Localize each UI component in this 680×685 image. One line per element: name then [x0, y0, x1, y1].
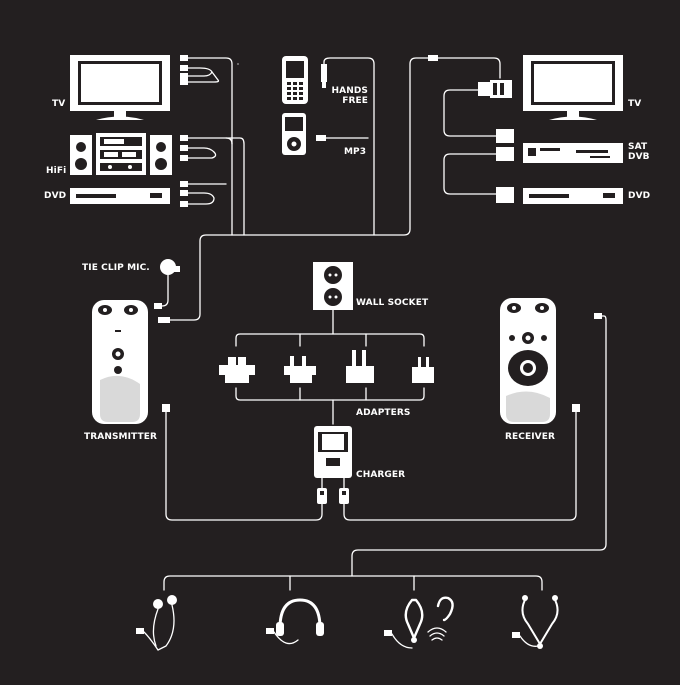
receiver-to-earphones-cable: [351, 315, 607, 577]
wall-socket-icon: [313, 262, 353, 310]
label-tie-clip-mic: TIE CLIP MIC.: [82, 263, 150, 273]
earphones-icon: [136, 595, 177, 651]
usb-plug-icon: [317, 488, 349, 504]
label-transmitter: TRANSMITTER: [84, 432, 158, 442]
label-adapters: ADAPTERS: [356, 408, 411, 418]
right-trunk-cable: [231, 57, 431, 236]
label-dvd-left: DVD: [44, 191, 67, 201]
adapters-bracket-top: [235, 333, 425, 347]
scart-sat-connectors: [443, 129, 514, 195]
tv-right-icon: [523, 55, 623, 120]
stethoscope-earphones-icon: [512, 595, 559, 649]
label-sat-dvb: SAT DVB: [628, 142, 650, 162]
hands-free-cable: [323, 57, 375, 236]
receiver-icon: [500, 298, 556, 424]
earphones-bracket: [163, 575, 543, 591]
dvd-player-right-icon: [496, 187, 623, 204]
dvd-player-left-icon: [70, 188, 170, 204]
source-trunk-cable: [167, 234, 233, 321]
plug-adapter-us-icon: [412, 357, 434, 383]
label-wall-socket: WALL SOCKET: [356, 298, 429, 308]
label-tv-right: TV: [628, 99, 642, 109]
charger-to-receiver-cable: [343, 409, 577, 521]
transmitter-icon: [92, 300, 148, 424]
charger-icon: [314, 426, 352, 491]
scart-connector-icon: [428, 55, 512, 137]
label-charger: CHARGER: [356, 470, 406, 480]
rca-cables-left: [180, 55, 245, 236]
adapters-bracket-bottom: [235, 387, 425, 401]
charger-to-transmitter-cable: [165, 409, 323, 521]
label-dvd-right: DVD: [628, 191, 651, 201]
tv-left-icon: [70, 55, 170, 120]
microphone-icon: [154, 259, 180, 309]
label-hands-free: HANDS FREE: [331, 86, 368, 106]
neckloop-icon: [384, 598, 424, 649]
plug-adapter-au-icon: [346, 350, 374, 383]
mobile-phone-icon: [282, 56, 308, 104]
label-tv-left: TV: [52, 99, 66, 109]
satellite-receiver-icon: [523, 143, 623, 163]
label-mp3: MP3: [344, 147, 367, 157]
hifi-icon: [70, 133, 172, 175]
hearing-aid-icon: [427, 596, 454, 641]
label-receiver: RECEIVER: [505, 432, 556, 442]
mp3-player-icon: [282, 113, 306, 155]
headphones-icon: [266, 598, 324, 645]
label-hifi: HiFi: [46, 166, 67, 176]
plug-adapter-uk-icon: [284, 356, 316, 383]
plug-adapter-eu-icon: [219, 357, 255, 383]
